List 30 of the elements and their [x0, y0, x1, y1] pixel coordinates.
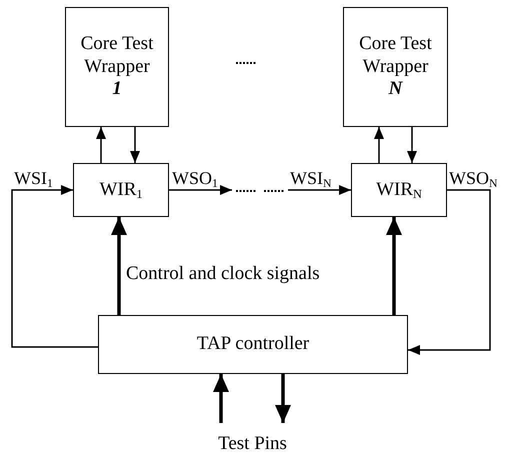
- bus-arrow: [213, 374, 229, 423]
- arrow: [288, 185, 351, 195]
- arrow: [408, 189, 491, 355]
- block-box: [65, 7, 169, 127]
- block-box: [343, 7, 448, 127]
- arrow: [374, 127, 384, 163]
- signal-label: Control and clock signals: [126, 264, 320, 285]
- block-label: WIR$_{1}$: [99, 178, 143, 202]
- block-label: Core Test Wrapper: [358, 32, 433, 78]
- block-label: WIR$_{N}$: [376, 178, 422, 202]
- bus-arrow: [386, 217, 402, 315]
- edge-label: WSO$_{1}$: [172, 169, 218, 189]
- block-label: TAP controller: [196, 333, 310, 356]
- arrow: [407, 127, 417, 163]
- edge-label: WSI$_{1}$: [14, 169, 53, 189]
- bus-arrow: [275, 374, 291, 423]
- block-box: [73, 163, 169, 217]
- edge-label: WSI$_{N}$: [290, 169, 332, 189]
- block-box: [98, 315, 408, 374]
- block-box: [351, 163, 447, 217]
- pin-label: Test Pins: [218, 432, 287, 456]
- block-label: N: [388, 78, 402, 102]
- block-label: 1: [112, 78, 122, 102]
- arrow: [130, 127, 140, 163]
- arrow: [169, 185, 232, 195]
- arrow: [11, 185, 98, 348]
- block-label: Core Test Wrapper: [80, 32, 154, 78]
- edge-label: WSO$_{N}$: [449, 169, 498, 189]
- bus-arrow: [111, 217, 127, 315]
- arrow: [96, 127, 106, 163]
